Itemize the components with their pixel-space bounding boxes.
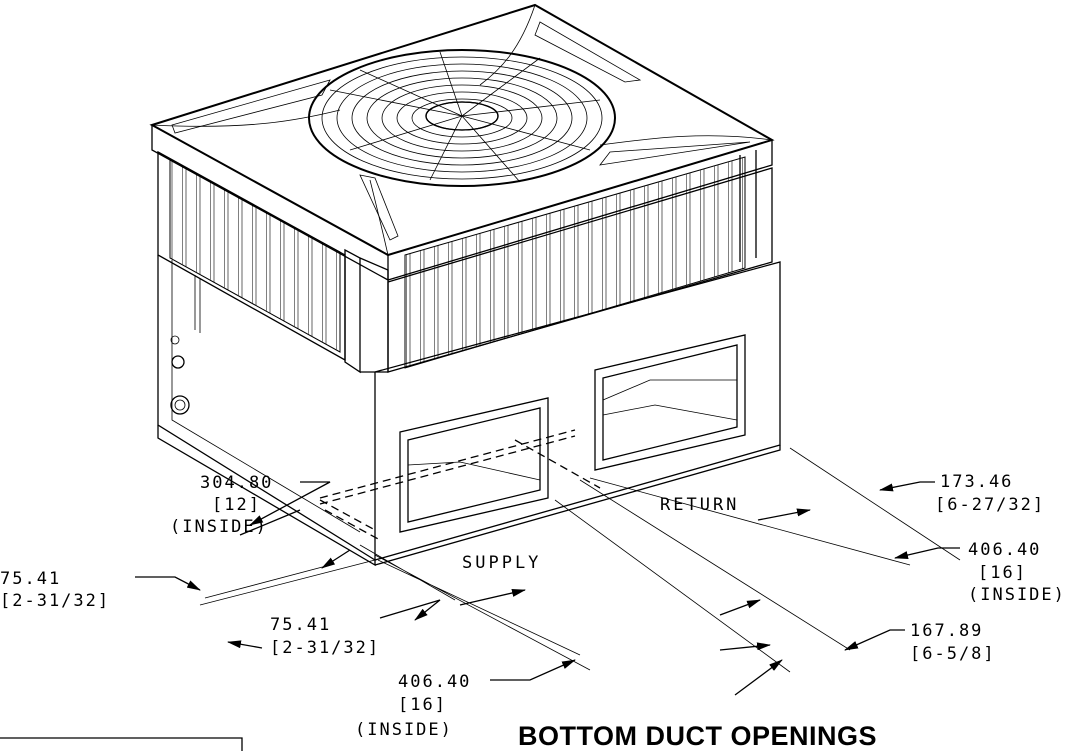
- front-louver-panel: [387, 156, 773, 373]
- dim-75-left-in: [2-31/32]: [0, 591, 110, 611]
- return-label: RETURN: [660, 495, 739, 515]
- dim-75-left-mm: 75.41: [0, 569, 61, 589]
- dim-406-right-in: [16]: [978, 563, 1027, 583]
- dim-75-center-in: [2-31/32]: [270, 638, 380, 658]
- dim-304-mm: 304.80: [200, 473, 273, 493]
- dim-406-right: 406.40 [16] (INSIDE): [968, 540, 1066, 605]
- dim-406-bottom-note: (INSIDE): [355, 720, 453, 740]
- dim-173-mm: 173.46: [940, 472, 1013, 492]
- dim-167-mm: 167.89: [910, 621, 983, 641]
- drawing-title: BOTTOM DUCT OPENINGS: [518, 721, 877, 751]
- dimension-lines: [135, 447, 961, 696]
- dim-406-right-mm: 406.40: [968, 540, 1041, 560]
- return-opening: [594, 334, 746, 471]
- dim-304: 304.80 [12] (INSIDE): [170, 473, 273, 537]
- dim-406-bottom: 406.40 [16] (INSIDE): [355, 672, 471, 740]
- dim-406-right-note: (INSIDE): [968, 585, 1066, 605]
- dim-173-in: [6-27/32]: [935, 495, 1045, 515]
- left-louver-panel: [157, 150, 346, 362]
- dim-167: 167.89 [6-5/8]: [910, 621, 996, 664]
- dim-304-note: (INSIDE): [170, 517, 268, 537]
- dim-75-center-mm: 75.41: [270, 615, 331, 635]
- dim-173: 173.46 [6-27/32]: [935, 472, 1045, 515]
- title-block-edge: [0, 737, 243, 751]
- dim-304-in: [12]: [212, 495, 261, 515]
- dim-75-center: 75.41 [2-31/32]: [270, 615, 380, 658]
- supply-opening: [399, 397, 549, 533]
- lower-cabinet: [157, 255, 781, 567]
- supply-label: SUPPLY: [462, 553, 541, 573]
- dim-406-bottom-mm: 406.40: [398, 672, 471, 692]
- dim-75-left: 75.41 [2-31/32]: [0, 569, 110, 611]
- hvac-unit: [149, 3, 781, 567]
- dim-406-bottom-in: [16]: [398, 695, 447, 715]
- dim-167-in: [6-5/8]: [910, 644, 996, 664]
- fan-grille: [308, 49, 616, 187]
